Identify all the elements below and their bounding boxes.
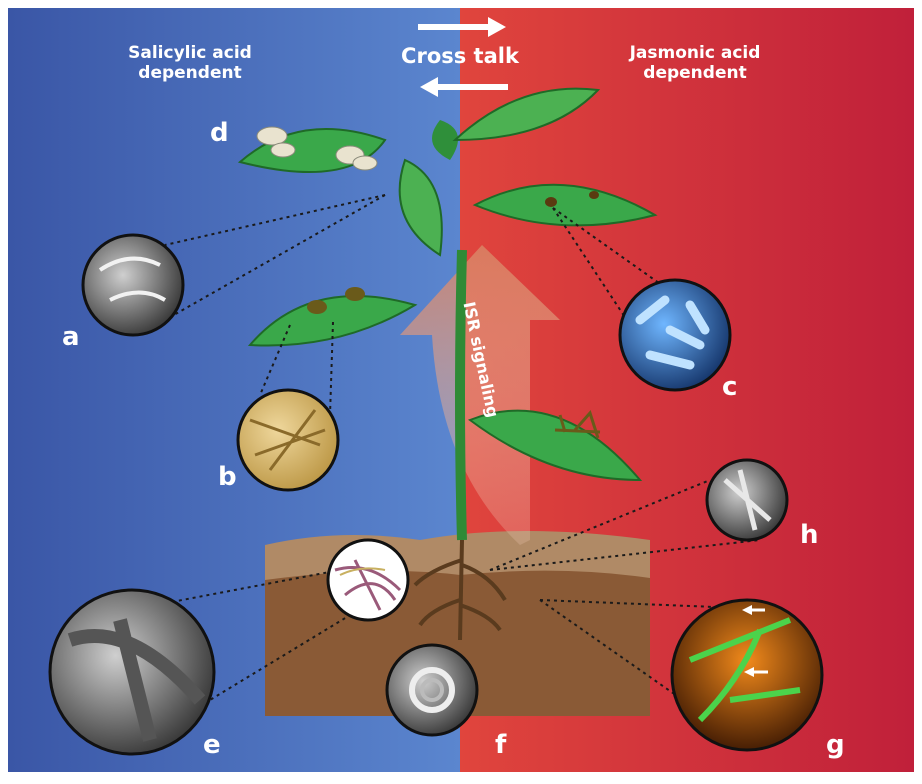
panel-label-e: e [203, 730, 221, 760]
panel-label-h: h [800, 520, 819, 550]
panel-label-a: a [62, 322, 80, 352]
micrograph-f [385, 643, 479, 737]
panel-label-g: g [826, 730, 845, 760]
leaf-lesions [307, 191, 599, 314]
plant-stem [455, 249, 467, 541]
micrograph-a [81, 233, 185, 337]
salicylic-heading: Salicylic acid dependent [128, 43, 252, 83]
plant-roots [413, 539, 507, 641]
connector-lines [139, 194, 761, 706]
whitefly-icons [256, 126, 378, 171]
micrograph-e [48, 588, 216, 756]
micrograph-h [705, 458, 789, 542]
panel-label-c: c [722, 372, 738, 402]
panel-label-b: b [218, 462, 237, 492]
isr-arrow [400, 245, 560, 545]
cross-talk-label: Cross talk [401, 44, 519, 68]
panel-label-d: d [210, 118, 229, 148]
grasshopper-icon [554, 410, 601, 439]
panel-label-f: f [495, 730, 507, 760]
micrograph-b [236, 388, 340, 492]
inset-root-hyphae [326, 538, 410, 622]
plant-leaves [237, 87, 658, 482]
jasmonic-heading: Jasmonic acid dependent [629, 43, 761, 83]
micrograph-c [618, 278, 732, 392]
micrograph-g [670, 598, 824, 752]
cross-talk-arrows [418, 17, 508, 97]
